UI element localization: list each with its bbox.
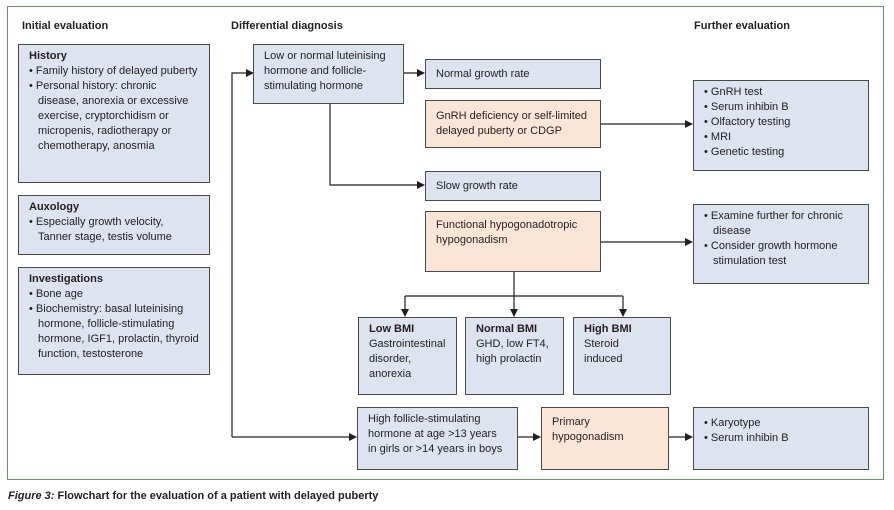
low-bmi-box: Low BMI Gastrointestinal disorder, anore… [358,317,457,395]
header-differential-diagnosis: Differential diagnosis [231,20,343,32]
primary-test-item: Serum inhibin B [704,431,858,446]
high-bmi-box: High BMI Steroid induced [573,317,671,395]
primary-tests-box: Karyotype Serum inhibin B [693,407,869,470]
auxology-item: Especially growth velocity, Tanner stage… [29,215,199,245]
gnrh-test-item: MRI [704,130,858,145]
investigations-box: Investigations Bone age Biochemistry: ba… [18,267,210,375]
caption-text: Flowchart for the evaluation of a patien… [54,490,379,502]
normal-bmi-title: Normal BMI [476,323,538,335]
gnrh-test-item: GnRH test [704,85,858,100]
low-lh-fsh-box: Low or normal luteinising hormone and fo… [253,44,404,104]
arrow-to-slow-growth [329,104,425,189]
high-bmi-text: Steroid induced [584,338,623,365]
gnrh-test-item: Genetic testing [704,145,858,160]
primary-hypogonadism-box: Primary hypogonadism [541,407,669,470]
investigations-item: Biochemistry: basal luteinising hormone,… [29,302,199,362]
functional-test-item: Examine further for chronic disease [704,209,858,239]
primary-test-item: Karyotype [704,416,858,431]
investigations-title: Investigations [29,273,103,285]
functional-tests-box: Examine further for chronic disease Cons… [693,204,869,284]
low-bmi-text: Gastrointestinal disorder, anorexia [369,338,446,380]
trunk-to-low-lh [231,69,254,437]
low-bmi-title: Low BMI [369,323,415,335]
history-box: History Family history of delayed pubert… [18,44,210,183]
header-initial-evaluation: Initial evaluation [22,20,109,32]
figure-caption: Figure 3: Flowchart for the evaluation o… [8,490,378,502]
normal-bmi-text: GHD, low FT4, high prolactin [476,338,549,365]
history-title: History [29,50,67,62]
gnrh-tests-box: GnRH test Serum inhibin B Olfactory test… [693,80,869,171]
auxology-title: Auxology [29,201,80,213]
auxology-box: Auxology Especially growth velocity, Tan… [18,195,210,255]
history-item: Personal history: chronic disease, anore… [29,79,199,154]
history-item: Family history of delayed puberty [29,64,199,79]
gnrh-test-item: Serum inhibin B [704,100,858,115]
gnrh-test-item: Olfactory testing [704,115,858,130]
gnrh-cdgp-box: GnRH deficiency or self-limited delayed … [425,100,601,148]
figure-frame [7,6,884,480]
investigations-item: Bone age [29,287,199,302]
header-further-evaluation: Further evaluation [694,20,790,32]
slow-growth-box: Slow growth rate [425,171,601,201]
high-bmi-title: High BMI [584,323,632,335]
high-fsh-box: High follicle-stimulating hormone at age… [357,407,518,470]
functional-test-item: Consider growth hormone stimulation test [704,239,858,269]
figure-label: Figure 3: [8,490,55,502]
normal-growth-box: Normal growth rate [425,59,601,89]
functional-hh-box: Functional hypogonadotropic hypogonadism [425,211,601,272]
normal-bmi-box: Normal BMI GHD, low FT4, high prolactin [465,317,564,395]
